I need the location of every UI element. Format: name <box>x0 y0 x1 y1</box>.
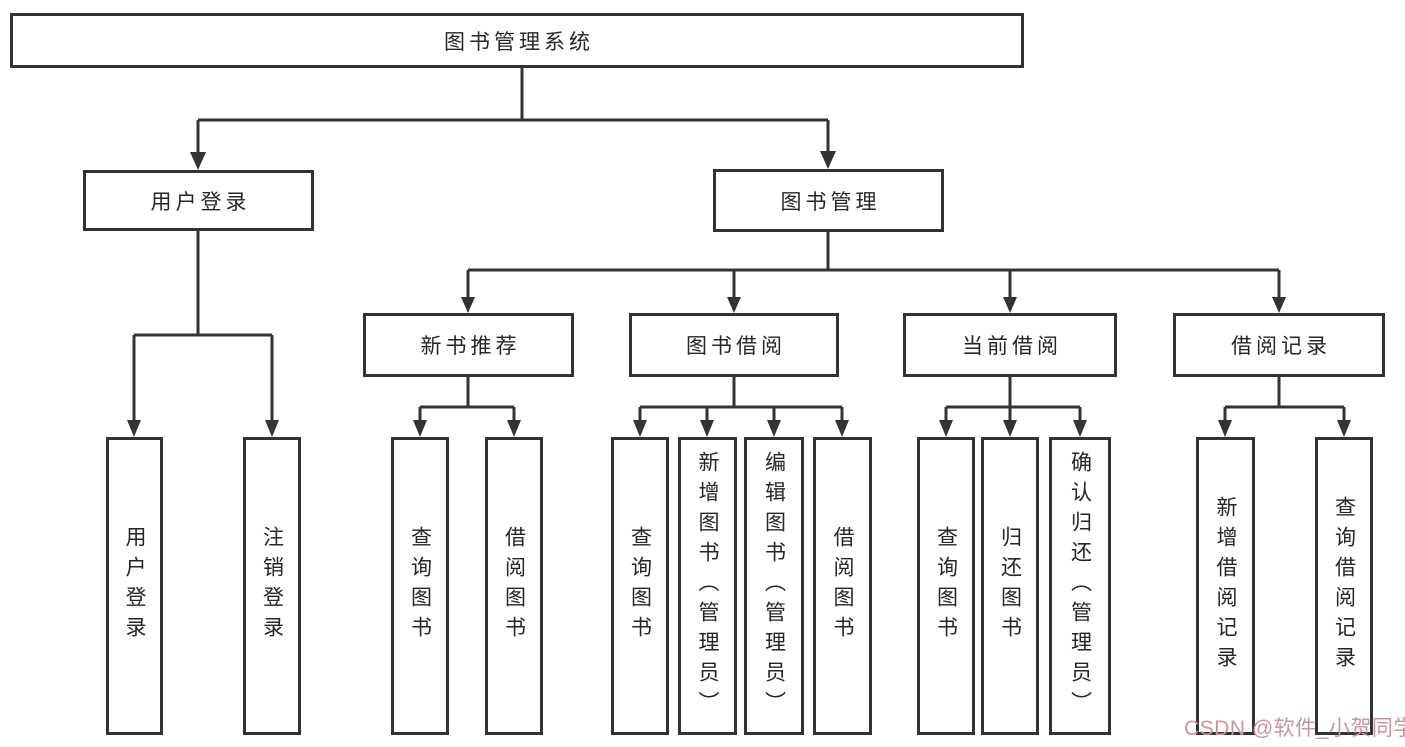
leaf-confirm-return-admin: 确认归还（管理员） <box>1049 437 1111 735</box>
arrowhead-icon <box>507 420 521 437</box>
connector-current-borrowing-to-leaves <box>939 377 1087 437</box>
leaf-user-login: 用户登录 <box>106 437 163 735</box>
node-book-management: 图书管理 <box>713 169 944 232</box>
arrowhead-icon <box>1272 297 1286 313</box>
arrowhead-icon <box>127 420 141 437</box>
leaf-add-borrowing-record: 新增借阅记录 <box>1196 437 1255 735</box>
arrowhead-icon <box>413 420 427 437</box>
leaf-label: 借阅图书 <box>831 526 854 646</box>
leaf-label: 新增图书（管理员） <box>696 451 719 721</box>
leaf-query-books-current: 查询图书 <box>917 437 975 735</box>
arrowhead-icon <box>1218 420 1232 437</box>
arrowhead-icon <box>939 420 953 437</box>
arrowhead-icon <box>1337 420 1351 437</box>
arrowhead-icon <box>461 297 475 313</box>
leaf-label: 借阅图书 <box>502 526 526 646</box>
leaf-label: 查询图书 <box>934 526 958 646</box>
connector-user-login-to-leaves <box>127 231 279 437</box>
leaf-label: 编辑图书（管理员） <box>762 451 786 721</box>
leaf-query-books-recommendation: 查询图书 <box>391 437 449 735</box>
csdn-watermark: CSDN @软件_小贺同学 <box>1184 717 1405 740</box>
leaf-borrow-books-borrowing: 借阅图书 <box>813 437 872 735</box>
node-book-borrowing: 图书借阅 <box>629 313 839 377</box>
connector-root-to-level1 <box>190 68 836 170</box>
leaf-query-borrowing-record: 查询借阅记录 <box>1315 437 1373 735</box>
leaf-edit-books-admin: 编辑图书（管理员） <box>744 437 804 735</box>
arrowhead-icon <box>727 297 741 313</box>
leaf-label: 用户登录 <box>123 526 146 646</box>
connector-book-borrowing-to-leaves <box>633 377 849 437</box>
leaf-label: 新增借阅记录 <box>1214 496 1237 676</box>
leaf-label: 注销登录 <box>260 526 284 646</box>
node-new-book-recommendation: 新书推荐 <box>363 313 574 377</box>
leaf-label: 查询借阅记录 <box>1332 496 1356 676</box>
arrowhead-icon <box>835 420 849 437</box>
leaf-label: 确认归还（管理员） <box>1068 451 1092 721</box>
arrowhead-icon <box>700 420 714 437</box>
leaf-borrow-books-recommendation: 借阅图书 <box>485 437 543 735</box>
leaf-logout: 注销登录 <box>243 437 301 735</box>
arrowhead-icon <box>190 152 206 170</box>
connector-book-management-to-level2 <box>461 232 1286 313</box>
arrowhead-icon <box>1073 420 1087 437</box>
arrowhead-icon <box>633 420 647 437</box>
arrowhead-icon <box>820 151 836 169</box>
arrowhead-icon <box>767 420 781 437</box>
leaf-label: 查询图书 <box>408 526 432 646</box>
connector-borrowing-records-to-leaves <box>1218 377 1351 437</box>
arrowhead-icon <box>265 420 279 437</box>
leaf-label: 查询图书 <box>628 526 652 646</box>
node-user-login: 用户登录 <box>83 170 314 231</box>
leaf-add-books-admin: 新增图书（管理员） <box>678 437 737 735</box>
node-borrowing-records: 借阅记录 <box>1173 313 1385 377</box>
arrowhead-icon <box>1003 420 1017 437</box>
node-current-borrowing: 当前借阅 <box>903 313 1117 377</box>
arrowhead-icon <box>1003 297 1017 313</box>
leaf-label: 归还图书 <box>998 526 1022 646</box>
leaf-query-books-borrowing: 查询图书 <box>611 437 669 735</box>
connector-new-book-recommendation-to-leaves <box>413 377 521 437</box>
node-library-management-system: 图书管理系统 <box>10 13 1024 68</box>
leaf-return-books: 归还图书 <box>981 437 1039 735</box>
